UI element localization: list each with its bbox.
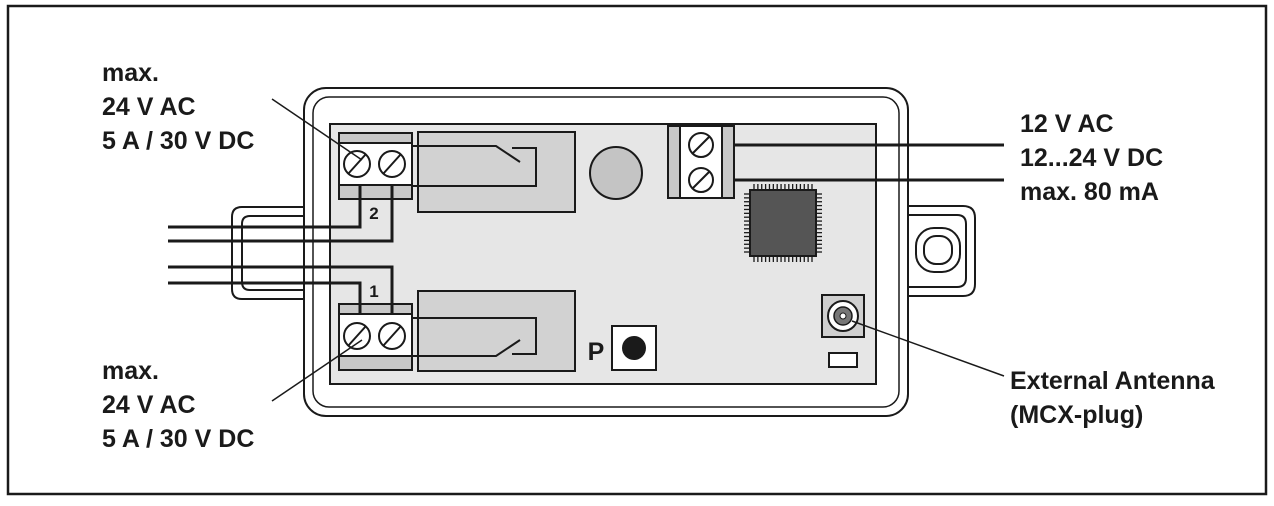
mounting-hole-inner [923, 235, 953, 265]
terminal-block-1 [338, 303, 413, 371]
leader-line-antenna [851, 320, 1005, 377]
relay-2-rating-line-2: 24 V AC [102, 93, 196, 121]
relay-2-rating-label: max. 24 V AC 5 A / 30 V DC [102, 56, 254, 158]
microcontroller-chip [744, 184, 822, 262]
power-line-2: 12...24 V DC [1020, 144, 1164, 172]
relay-1-rating-line-2: 24 V AC [102, 391, 196, 419]
relay-2-contact [410, 145, 521, 163]
power-supply-label: 12 V AC 12...24 V DC max. 80 mA [1020, 107, 1163, 209]
power-terminal-block [667, 125, 735, 199]
terminal-block-2 [338, 132, 413, 200]
buzzer-component [589, 146, 643, 200]
screw-icon [688, 132, 714, 158]
screw-icon [378, 322, 406, 350]
relay-1-coil-trace [410, 317, 537, 355]
relay-2 [417, 131, 576, 213]
screw-icon [688, 167, 714, 193]
program-button [611, 325, 657, 371]
screw-icon [343, 150, 371, 178]
relay-2-rating-line-3: 5 A / 30 V DC [102, 127, 255, 155]
power-line-1: 12 V AC [1020, 110, 1114, 138]
program-button-label: P [588, 338, 605, 366]
mcx-antenna-socket [821, 294, 865, 338]
terminal-number-1: 1 [369, 282, 378, 301]
antenna-label: External Antenna (MCX-plug) [1010, 364, 1215, 432]
relay-1-rating-line-3: 5 A / 30 V DC [102, 425, 255, 453]
relay-2-coil-trace [410, 147, 537, 187]
relay-1-rating-line-1: max. [102, 357, 159, 385]
housing-ear-left [231, 206, 304, 300]
terminal-number-2: 2 [369, 204, 378, 223]
relay-2-wires [168, 185, 394, 243]
screw-icon [378, 150, 406, 178]
power-line-3: max. 80 mA [1020, 178, 1159, 206]
leader-line-relay-1 [271, 339, 363, 402]
relay-1-contact [410, 339, 521, 357]
led-indicator [828, 352, 858, 368]
relay-1 [417, 290, 576, 372]
power-wires [734, 143, 1004, 182]
screw-icon [343, 322, 371, 350]
relay-1-wires [168, 265, 394, 314]
antenna-line-1: External Antenna [1010, 367, 1215, 395]
relay-2-rating-line-1: max. [102, 59, 159, 87]
housing-ear-right [905, 205, 976, 297]
relay-1-rating-label: max. 24 V AC 5 A / 30 V DC [102, 354, 254, 456]
antenna-line-2: (MCX-plug) [1010, 401, 1144, 429]
leader-line-relay-2 [271, 98, 363, 161]
